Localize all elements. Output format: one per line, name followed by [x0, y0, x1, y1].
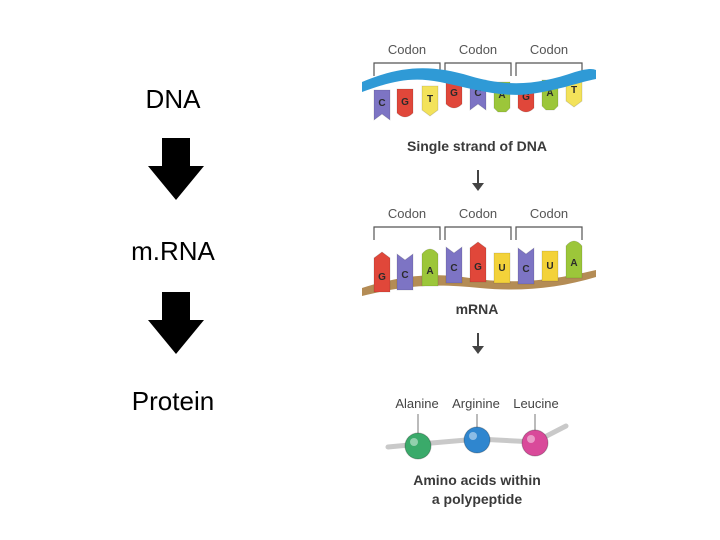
protein-caption-line2: a polypeptide — [432, 491, 522, 507]
svg-text:C: C — [474, 88, 481, 99]
small-arrow-2 — [472, 333, 484, 354]
amino-acid-arginine: Arginine — [452, 396, 500, 454]
svg-text:G: G — [450, 88, 458, 99]
amino-acid-label: Leucine — [513, 396, 559, 411]
codon-bracket — [373, 226, 441, 240]
svg-text:C: C — [401, 270, 408, 281]
down-arrow-icon — [148, 292, 204, 354]
dna-panel: Codon Codon Codon C G T G C A G A T Single strand … — [362, 42, 596, 154]
down-arrow-icon — [148, 138, 204, 200]
mrna-base-A: A — [421, 248, 439, 287]
amino-acid-label: Alanine — [395, 396, 438, 411]
mrna-label: m.RNA — [131, 236, 215, 266]
dna-base-G: G — [445, 79, 463, 109]
codon-label: Codon — [388, 42, 426, 57]
amino-acid-alanine: Alanine — [395, 396, 439, 460]
svg-text:G: G — [378, 272, 386, 283]
codon-label: Codon — [459, 42, 497, 57]
dna-base-G: G — [396, 88, 414, 118]
dna-label: DNA — [145, 84, 201, 114]
mrna-base-C: C — [517, 247, 535, 285]
svg-text:T: T — [427, 94, 433, 105]
mrna-base-U: U — [493, 252, 511, 284]
svg-text:A: A — [546, 88, 553, 99]
mrna-base-G: G — [469, 241, 487, 283]
codon-label: Codon — [388, 206, 426, 221]
mrna-base-C: C — [445, 246, 463, 284]
svg-text:C: C — [522, 264, 529, 275]
svg-text:A: A — [570, 258, 577, 269]
codon-bracket — [515, 62, 583, 76]
protein-caption-line1: Amino acids within — [413, 472, 541, 488]
codon-label: Codon — [459, 206, 497, 221]
svg-text:T: T — [571, 85, 577, 96]
mrna-base-G: G — [373, 251, 391, 293]
mrna-base-A: A — [565, 240, 583, 279]
dna-caption: Single strand of DNA — [407, 138, 547, 154]
svg-text:G: G — [401, 97, 409, 108]
svg-text:G: G — [522, 92, 530, 103]
dna-backbone — [362, 68, 596, 95]
svg-text:C: C — [378, 98, 385, 109]
amino-acid-leucine: Leucine — [513, 396, 559, 457]
svg-text:A: A — [426, 266, 433, 277]
dna-base-C: C — [373, 89, 391, 121]
svg-text:C: C — [450, 263, 457, 274]
dna-base-T: T — [421, 85, 439, 117]
codon-label: Codon — [530, 206, 568, 221]
small-arrow-1 — [472, 170, 484, 191]
mrna-caption: mRNA — [456, 301, 499, 317]
codon-bracket — [444, 62, 512, 76]
mrna-backbone — [362, 270, 596, 296]
codon-label: Codon — [530, 42, 568, 57]
polypeptide-panel: Alanine Arginine Leucine Amino acids withi… — [385, 396, 569, 507]
mrna-base-C: C — [396, 253, 414, 291]
codon-bracket — [515, 226, 583, 240]
codon-bracket — [444, 226, 512, 240]
svg-text:U: U — [546, 261, 553, 272]
mrna-base-U: U — [541, 250, 559, 282]
mrna-panel: Codon Codon Codon G C A C G U C U A mRNA — [362, 206, 596, 317]
svg-text:U: U — [498, 263, 505, 274]
svg-text:A: A — [498, 90, 505, 101]
amino-acid-label: Arginine — [452, 396, 500, 411]
protein-label: Protein — [131, 386, 215, 416]
svg-text:G: G — [474, 262, 482, 273]
